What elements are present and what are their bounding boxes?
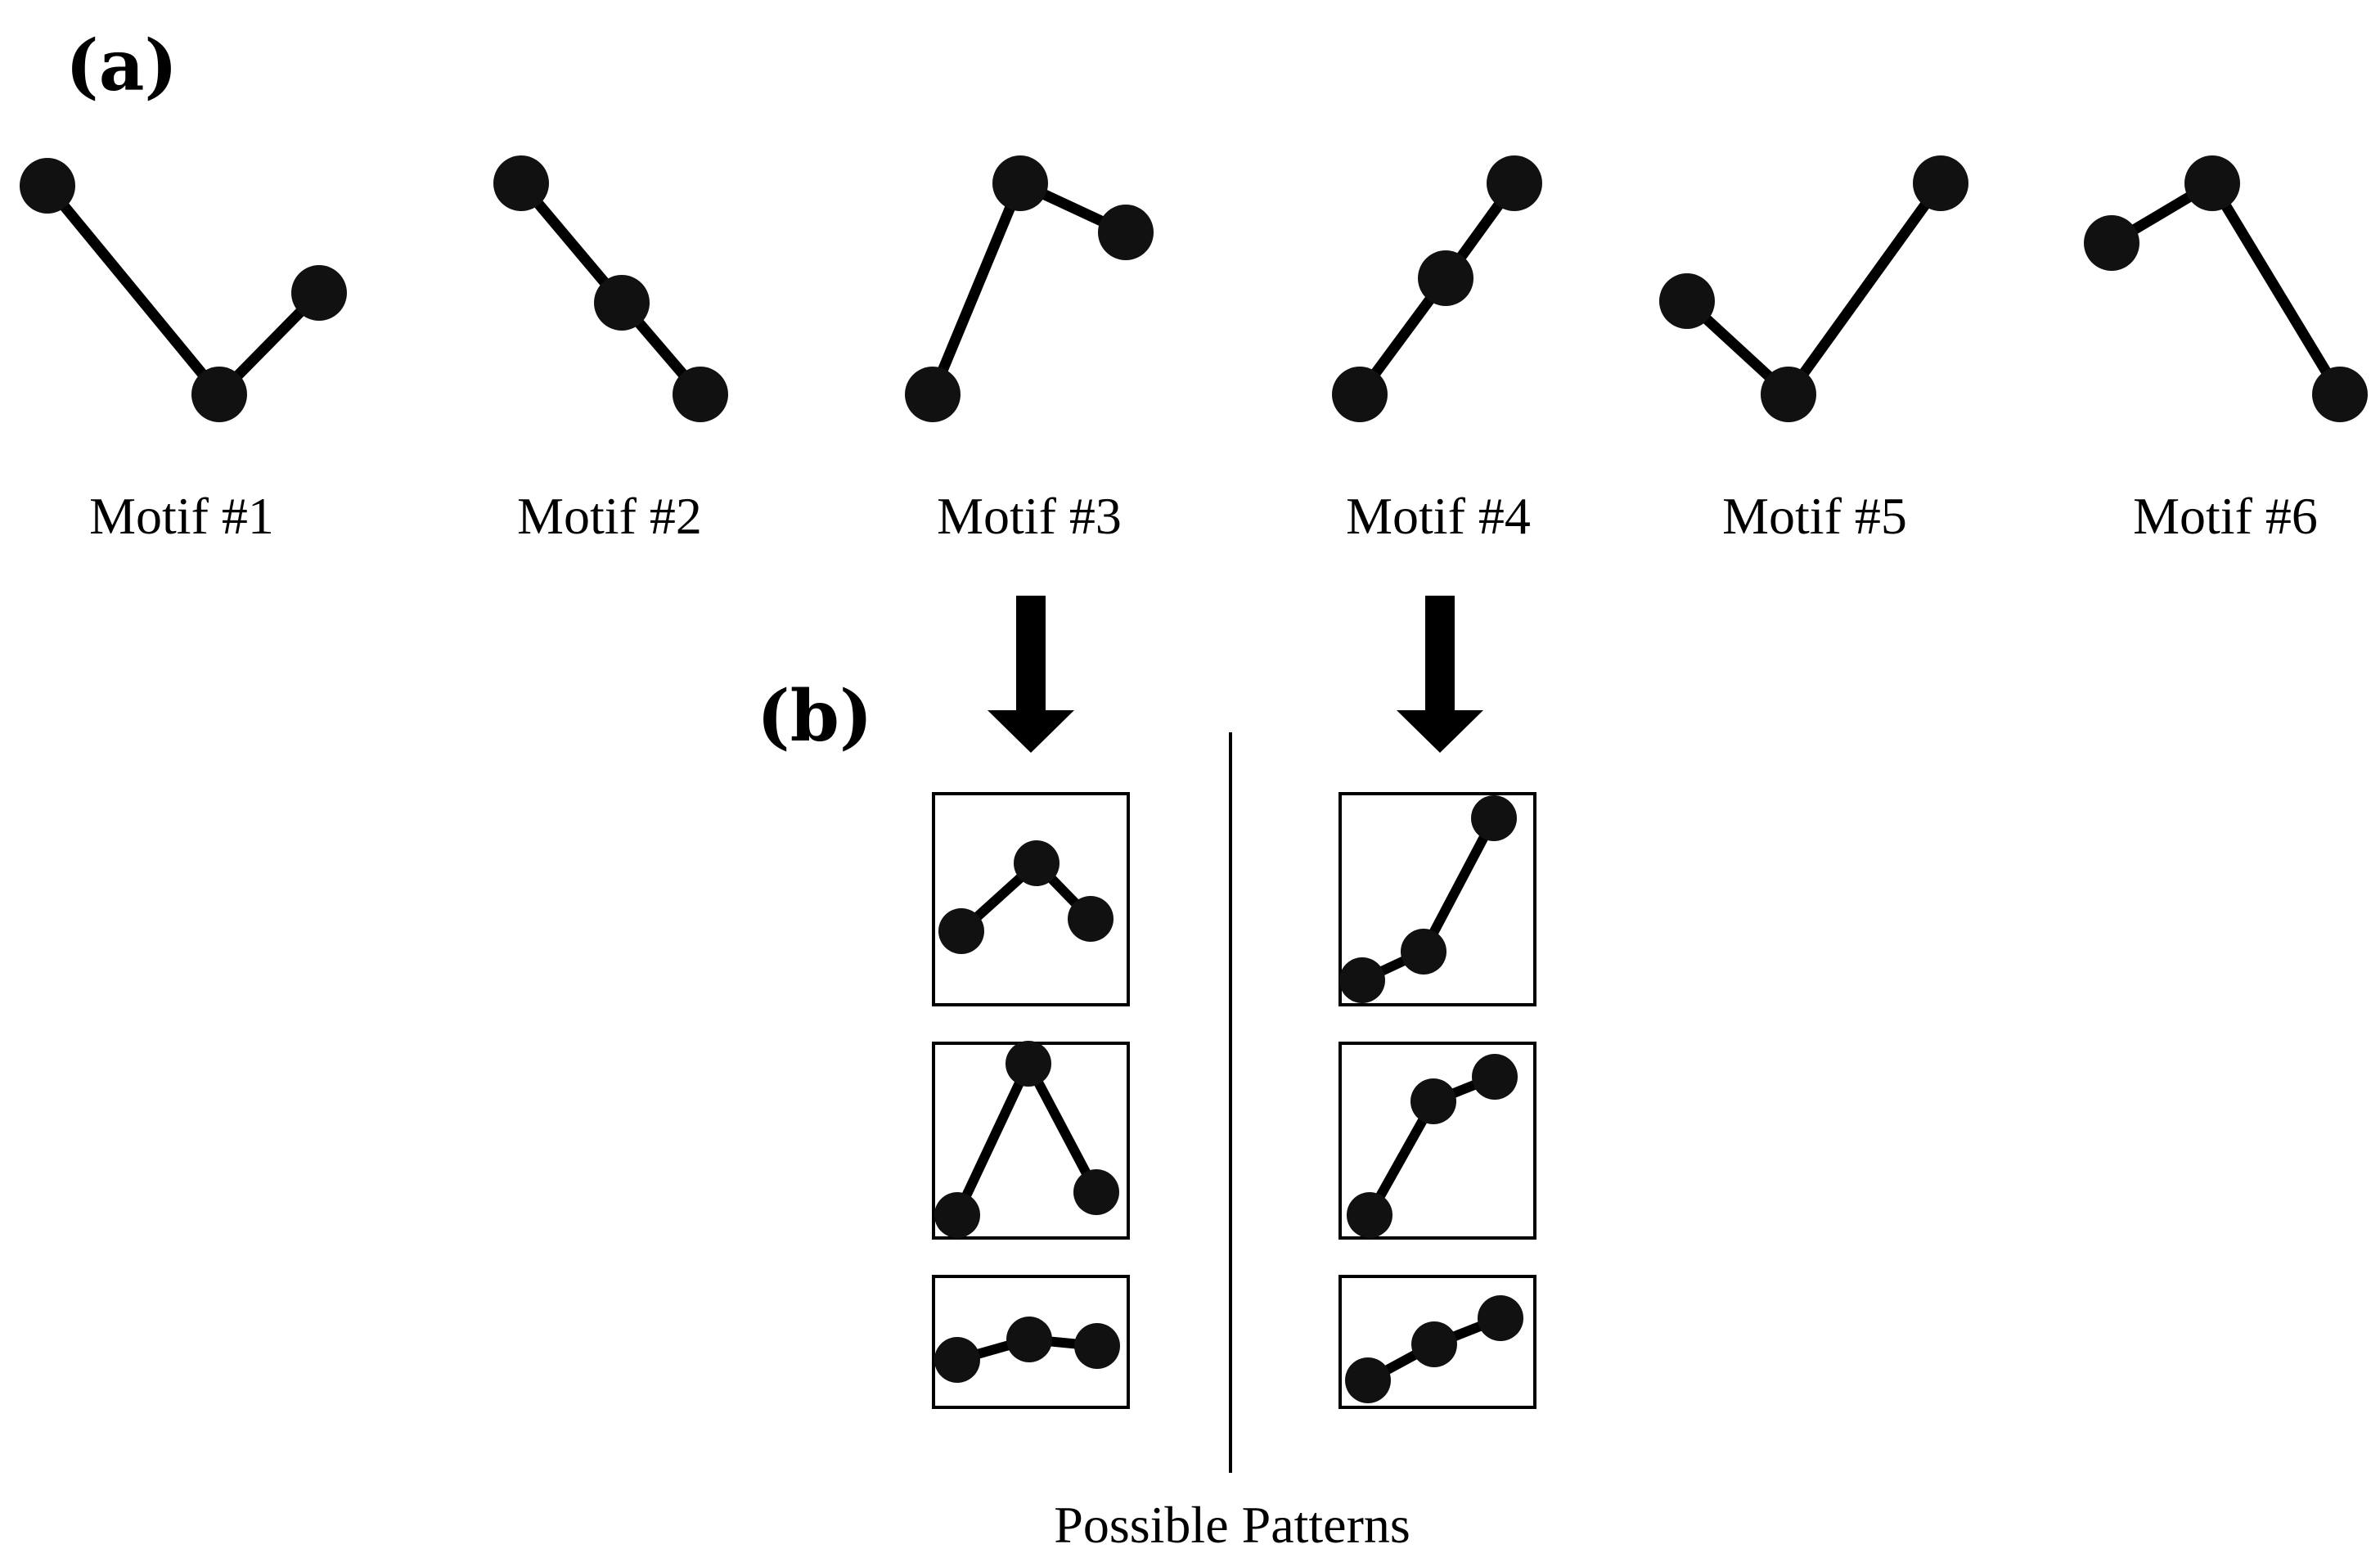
pattern-node xyxy=(934,1337,980,1383)
motif-3: Motif #3 xyxy=(905,155,1154,545)
pattern-box xyxy=(932,792,1130,1006)
motif-1-label: Motif #1 xyxy=(89,487,274,545)
motif-3-node xyxy=(1098,205,1154,260)
motif-1-node xyxy=(291,265,347,321)
motif-1-node xyxy=(20,158,75,214)
motif-3-label: Motif #3 xyxy=(937,487,1122,545)
motif-5-node xyxy=(1913,155,1968,211)
pattern-node xyxy=(1410,1078,1456,1124)
pattern-node xyxy=(1068,896,1114,942)
pattern-box xyxy=(932,1041,1130,1240)
motif-2-node xyxy=(673,367,728,422)
motif-2-node xyxy=(594,275,650,331)
motif-1: Motif #1 xyxy=(20,158,347,545)
motif-6-label: Motif #6 xyxy=(2133,487,2318,545)
motif-2-label: Motif #2 xyxy=(517,487,702,545)
motif-4-node xyxy=(1487,155,1542,211)
pattern-node xyxy=(1401,929,1446,975)
motif-6-node xyxy=(2184,155,2240,211)
motif-5-line xyxy=(1683,180,1946,400)
pattern-box xyxy=(1338,792,1536,1006)
pattern-node xyxy=(934,1192,980,1238)
pattern-node xyxy=(1347,1192,1392,1238)
motif-4-node xyxy=(1332,367,1388,422)
motif-6-line xyxy=(2108,178,2345,398)
motif-2-node xyxy=(493,155,549,211)
motif-1-node xyxy=(191,367,247,422)
panel-label-b: (b) xyxy=(757,675,873,758)
pattern-node xyxy=(1411,1321,1457,1367)
pattern-box xyxy=(1338,1275,1536,1409)
pattern-node xyxy=(1074,1323,1120,1369)
pattern-box xyxy=(932,1275,1130,1409)
motif-2: Motif #2 xyxy=(493,155,728,545)
motif-6-node xyxy=(2084,215,2139,271)
motif-3-node xyxy=(992,155,1048,211)
pattern-node xyxy=(1471,795,1517,841)
motif-4: Motif #4 xyxy=(1332,155,1542,545)
pattern-node xyxy=(1006,1317,1052,1362)
motif-1-line xyxy=(43,182,323,400)
possible-patterns-caption: Possible Patterns xyxy=(1054,1496,1410,1554)
motif-5-label: Motif #5 xyxy=(1722,487,1907,545)
pattern-node xyxy=(1006,1041,1051,1087)
motif-5-node xyxy=(1659,273,1715,329)
pattern-node xyxy=(938,908,984,954)
pattern-node xyxy=(1472,1054,1518,1100)
motif-4-label: Motif #4 xyxy=(1346,487,1531,545)
motif-4-node xyxy=(1418,250,1473,306)
pattern-node xyxy=(1014,840,1060,886)
panel-label-a: (a) xyxy=(65,25,178,107)
pattern-node xyxy=(1339,957,1385,1003)
pattern-box xyxy=(1338,1042,1536,1240)
motif-3-node xyxy=(905,367,961,422)
motif-5-node xyxy=(1761,367,1816,422)
motif-6: Motif #6 xyxy=(2084,155,2368,545)
motif-3-line xyxy=(927,178,1128,397)
pattern-node xyxy=(1478,1295,1523,1341)
down-arrow-icon xyxy=(1397,596,1483,753)
pattern-node xyxy=(1345,1357,1391,1403)
motif-6-node xyxy=(2312,367,2368,422)
pattern-node xyxy=(1073,1169,1119,1215)
down-arrow-icon xyxy=(988,596,1074,753)
motif-5: Motif #5 xyxy=(1659,155,1968,545)
